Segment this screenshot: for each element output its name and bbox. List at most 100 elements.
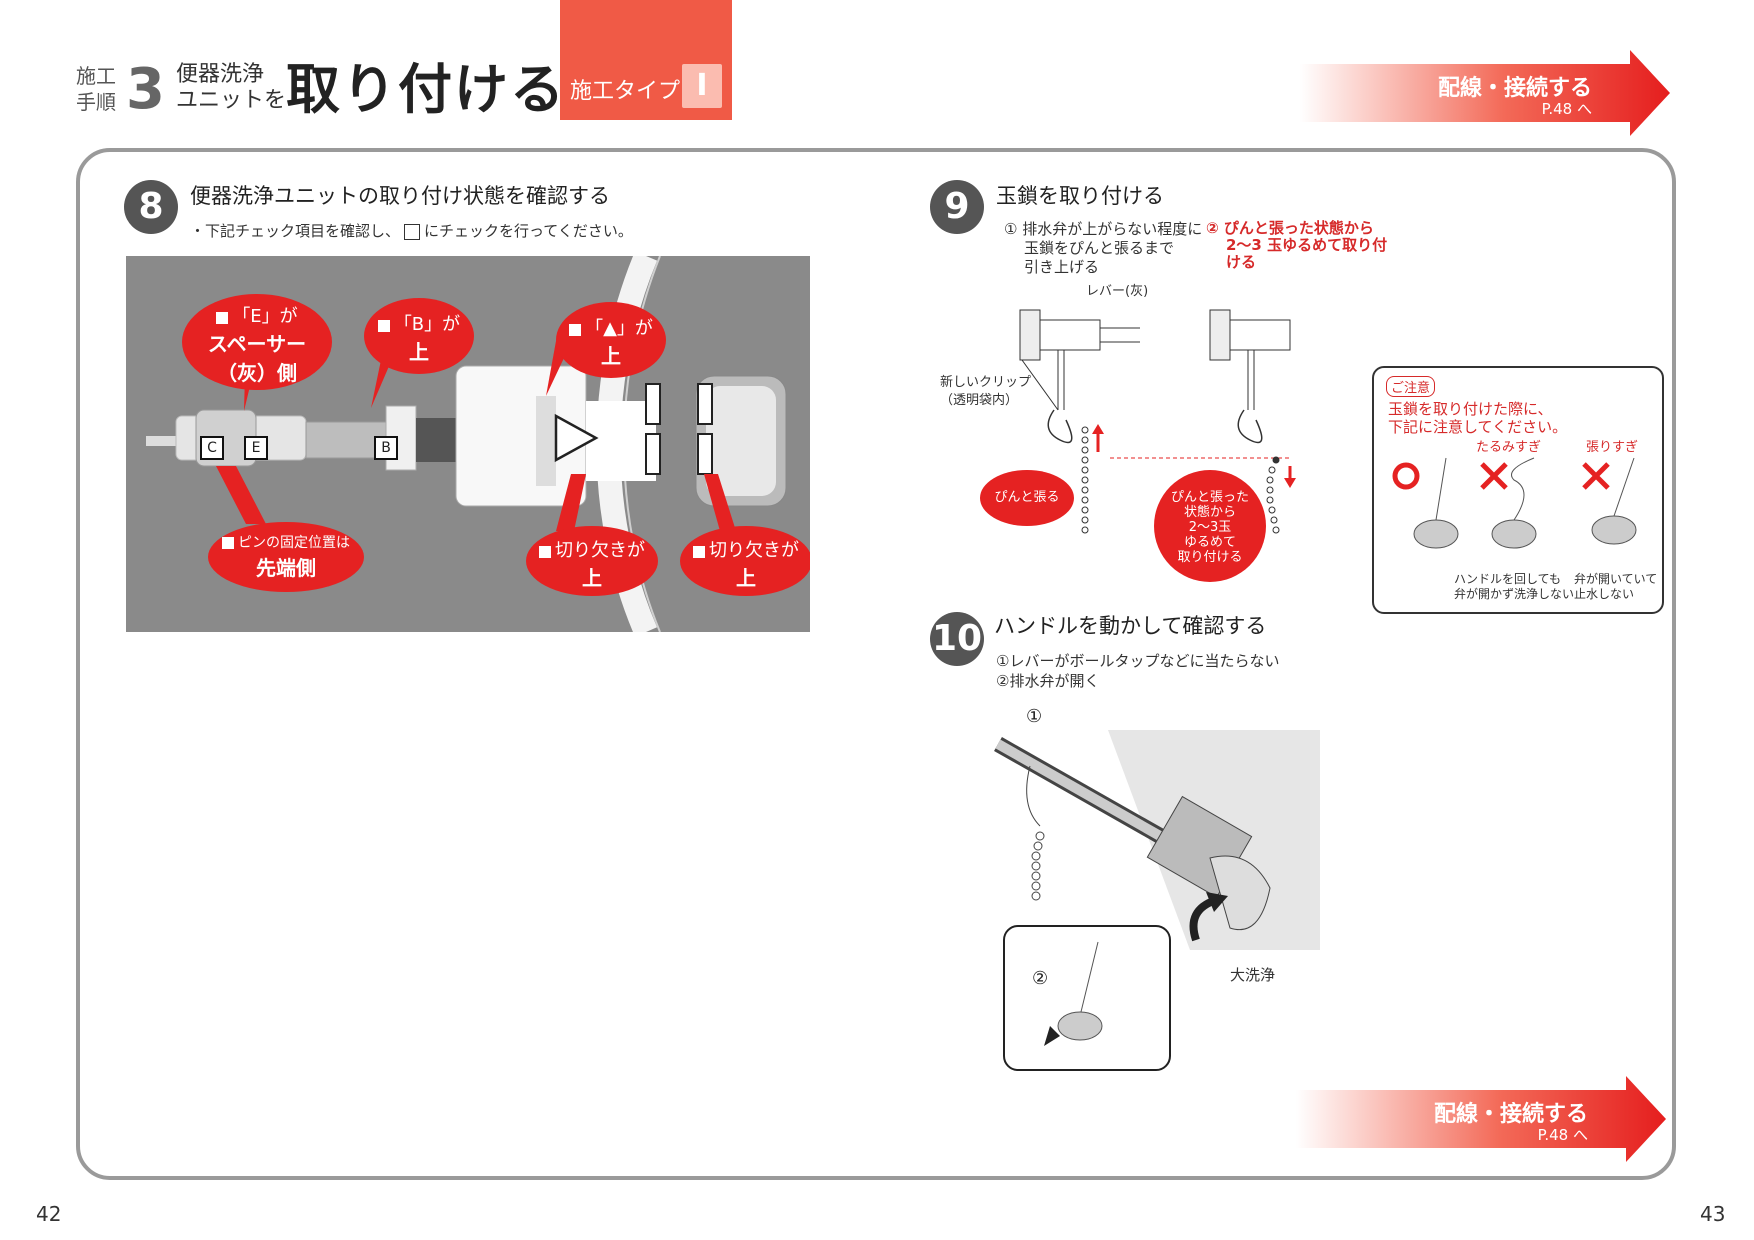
step-9-note-2: ② ぴんと張った状態から 2～3 玉ゆるめて取り付 ける [1206, 220, 1387, 271]
flush-label: 大洗浄 [1230, 966, 1276, 984]
bubble-e-line3: （灰）側 [217, 361, 297, 385]
step-9-note1-line3: 引き上げる [1024, 258, 1100, 276]
bubble-notch2-line1: 切り欠きが [709, 540, 799, 561]
step-8-note-prefix: ・下記チェック項目を確認し、 [190, 222, 401, 240]
caution-text-line2: 下記に注意してください。 [1388, 418, 1568, 436]
step-8-title: 便器洗浄ユニットの取り付け状態を確認する [190, 184, 610, 208]
step-9-note-1: ① 排水弁が上がらない程度に 玉鎖をぴんと張るまで 引き上げる [1004, 220, 1202, 277]
lever-label: レバー(灰) [1086, 284, 1149, 299]
step-8-number: 8 [124, 180, 178, 234]
header-mid-line2: ユニットを [176, 88, 287, 113]
caution-box: ご注意 玉鎖を取り付けた際に、 下記に注意してください。 たるみすぎ 張りすぎ … [1372, 366, 1664, 614]
slack-desc-line2: 弁が開かず洗浄しない [1454, 587, 1575, 601]
bubble-b-line1: 「B」が [393, 314, 461, 335]
bubble-loosen-line4: ゆるめて [1183, 535, 1236, 550]
header-mid-line1: 便器洗浄 [176, 62, 265, 87]
bubble-taut: ぴんと張る [980, 470, 1074, 526]
step-10-note-2: ②排水弁が開く [996, 672, 1100, 690]
caution-illustration [1392, 457, 1637, 549]
banner-page: P.48 へ [1541, 100, 1592, 118]
marker-2: ② [1032, 968, 1049, 989]
bubble-triangle-line2: 上 [601, 344, 621, 368]
content-frame [76, 148, 1676, 1180]
checkbox-icon [377, 319, 390, 332]
checkbox-icon [539, 545, 551, 558]
step-10-number: 10 [930, 612, 984, 666]
step-9-note1-line2: 玉鎖をぴんと張るまで [1024, 239, 1175, 257]
bubble-triangle-line1: 「▲」が [585, 318, 653, 339]
bubble-b-line2: 上 [409, 340, 429, 364]
page-title: 取り付ける [286, 58, 566, 121]
bubble-pin-line1: ピンの固定位置は [238, 535, 350, 551]
part-label-c: C [200, 436, 224, 460]
construction-type-label: 施工タイプ [570, 79, 681, 104]
part-label-e: E [244, 436, 268, 460]
slack-desc-line1: ハンドルを回しても [1454, 572, 1562, 586]
page-number-left: 42 [36, 1202, 62, 1226]
bubble-notch-1: 切り欠きが 上 [526, 526, 658, 596]
handle-operation-diagram [994, 730, 1320, 1071]
bubble-pin-line2: 先端側 [256, 556, 316, 580]
step-9-number: 9 [930, 180, 984, 234]
step-9-note2-line1: ② ぴんと張った状態から [1206, 219, 1374, 237]
next-step-banner-bottom[interactable]: 配線・接続する P.48 へ [1296, 1076, 1666, 1162]
step-10-note-1: ①レバーがボールタップなどに当たらない [996, 652, 1280, 670]
bubble-notch-2: 切り欠きが 上 [680, 526, 810, 596]
header-label-shiko: 施工 [76, 64, 116, 88]
caution-text: 玉鎖を取り付けた際に、 下記に注意してください。 [1388, 400, 1567, 436]
bubble-e-line1: 「E」が [232, 306, 298, 327]
checkbox-icon [693, 545, 705, 558]
construction-type-box: 施工タイプ Ⅰ [560, 0, 732, 120]
step-9-note2-line3: ける [1226, 253, 1257, 271]
unit-photo: C E B 「E」が スペーサー （灰）側 「B」が 上 「▲」が 上 ピンの固… [126, 256, 810, 632]
red-arrow-icon [1300, 50, 1670, 136]
construction-type-number: Ⅰ [682, 64, 722, 108]
checkbox-icon [569, 323, 582, 336]
footer-banner-page: P.48 へ [1537, 1126, 1588, 1144]
clip-label-line1: 新しいクリップ [940, 375, 1032, 390]
page-number-right: 43 [1700, 1202, 1726, 1226]
bubble-loosen-line1: ぴんと張った [1170, 490, 1249, 505]
part-label-b: B [374, 436, 398, 460]
tight-desc: 弁が開いていて 止水しない [1574, 572, 1657, 602]
red-arrow-icon [1296, 1076, 1666, 1162]
bubble-loosen-line3: 2～3玉 [1188, 520, 1232, 535]
step-9-note2-line2: 2～3 玉ゆるめて取り付 [1226, 236, 1388, 254]
clip-label: 新しいクリップ （透明袋内） [940, 374, 1031, 410]
ok-circle-icon [1392, 462, 1420, 490]
marker-1: ① [1026, 706, 1043, 727]
bubble-loosen: ぴんと張った 状態から 2～3玉 ゆるめて 取り付ける [1154, 470, 1266, 582]
tight-desc-line2: 止水しない [1574, 587, 1635, 601]
caution-text-line1: 玉鎖を取り付けた際に、 [1388, 400, 1553, 418]
step-8-note: ・下記チェック項目を確認し、 にチェックを行ってください。 [190, 222, 633, 241]
bubble-pin-position: ピンの固定位置は 先端側 [208, 522, 364, 592]
clip-label-line2: （透明袋内） [940, 393, 1019, 408]
tight-label: 張りすぎ [1586, 440, 1639, 455]
step-10-title: ハンドルを動かして確認する [994, 614, 1267, 638]
bubble-e-line2: スペーサー [207, 332, 307, 356]
step-9-title: 玉鎖を取り付ける [996, 184, 1164, 208]
step-8-note-suffix: にチェックを行ってください。 [424, 222, 633, 240]
bubble-notch1-line2: 上 [582, 566, 602, 590]
checkbox-icon [222, 536, 234, 549]
header-step-number: 3 [126, 57, 165, 122]
checkbox-icon [216, 311, 229, 324]
bubble-loosen-line5: 取り付ける [1177, 550, 1243, 565]
next-step-banner-top[interactable]: 配線・接続する P.48 へ [1300, 50, 1670, 136]
bubble-notch1-line1: 切り欠きが [555, 540, 645, 561]
step-9-note1-line1: ① 排水弁が上がらない程度に [1004, 220, 1203, 238]
caution-tag: ご注意 [1386, 376, 1436, 397]
tight-desc-line1: 弁が開いていて [1574, 572, 1658, 586]
header-label-tejun: 手順 [76, 90, 116, 114]
banner-text: 配線・接続する [1437, 76, 1592, 101]
bubble-e-spacer: 「E」が スペーサー （灰）側 [182, 294, 332, 390]
slack-label: たるみすぎ [1476, 440, 1542, 455]
bubble-loosen-line2: 状態から [1183, 505, 1236, 520]
chain-attachment-diagram [1019, 309, 1296, 534]
checkbox-icon [404, 223, 421, 240]
bubble-notch2-line2: 上 [736, 566, 756, 590]
footer-banner-text: 配線・接続する [1433, 1102, 1588, 1127]
slack-desc: ハンドルを回しても 弁が開かず洗浄しない [1454, 572, 1574, 602]
bubble-b-up: 「B」が 上 [364, 298, 474, 374]
bubble-triangle-up: 「▲」が 上 [556, 302, 666, 378]
